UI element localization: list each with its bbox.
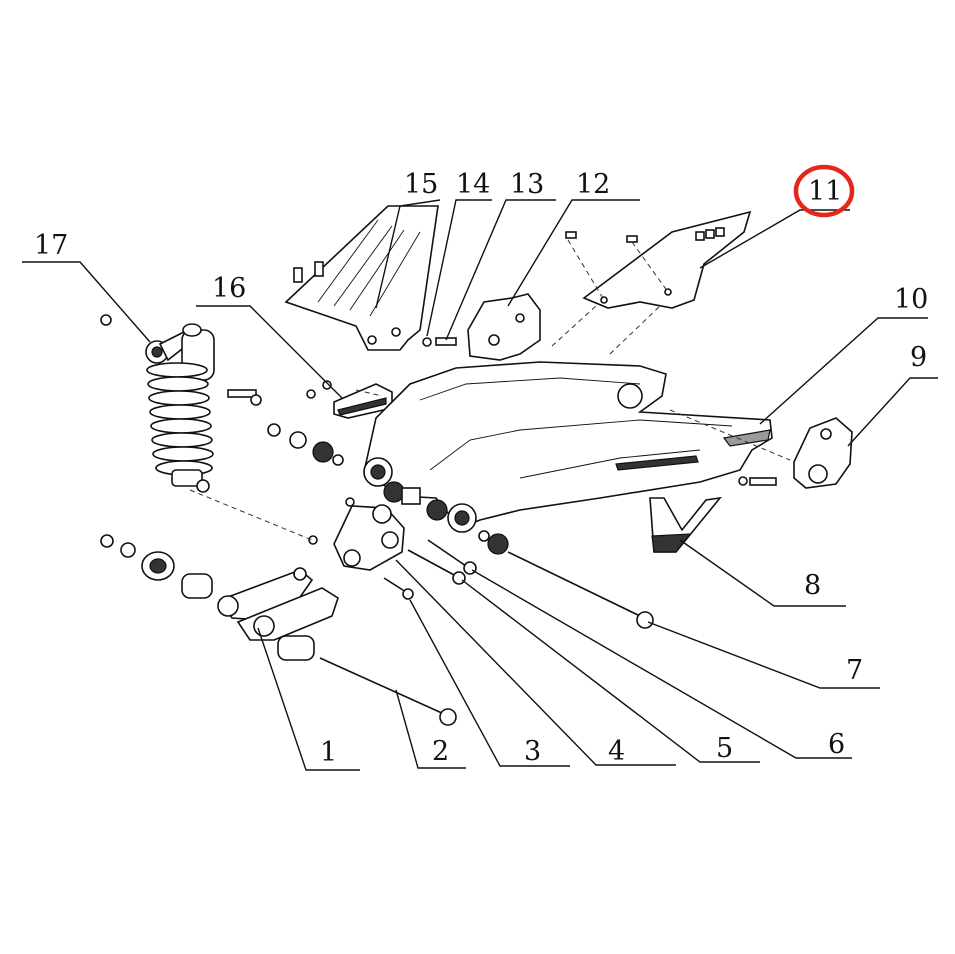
part-12-mount bbox=[467, 293, 541, 361]
bolt-7 bbox=[507, 551, 654, 629]
part-9-axle-plate bbox=[793, 417, 853, 489]
callout-14: 14 bbox=[456, 169, 490, 200]
callout-9: 9 bbox=[910, 342, 927, 373]
shock-bolt bbox=[227, 389, 262, 406]
bolt-5 bbox=[407, 549, 466, 585]
bolt-6 bbox=[427, 539, 477, 575]
part-1-pull-rods bbox=[217, 567, 339, 641]
callout-15: 15 bbox=[404, 169, 438, 200]
callout-8: 8 bbox=[804, 570, 821, 601]
part-8-chain-slider bbox=[649, 496, 722, 553]
assembly-lines bbox=[189, 239, 791, 541]
part-4-rocker bbox=[308, 497, 405, 571]
part-17-rear-shock bbox=[100, 314, 215, 493]
callout-17: 17 bbox=[34, 230, 68, 261]
callout-16: 16 bbox=[212, 273, 246, 304]
part-15-chain-guide bbox=[284, 205, 439, 351]
part-10-swingarm bbox=[363, 361, 773, 533]
callout-labels: 1 2 3 4 5 6 7 8 9 10 11 12 13 14 15 16 1… bbox=[34, 169, 928, 768]
callout-5: 5 bbox=[716, 733, 733, 764]
part-14-bolt bbox=[422, 337, 432, 347]
pivot-bearings bbox=[267, 423, 509, 555]
part-16-bracket bbox=[306, 380, 393, 419]
callout-1: 1 bbox=[320, 737, 337, 768]
part-13-bolt bbox=[435, 337, 457, 346]
linkage-bushings bbox=[100, 534, 315, 661]
callout-2: 2 bbox=[432, 736, 449, 767]
callout-3: 3 bbox=[524, 736, 541, 767]
callout-6: 6 bbox=[828, 729, 845, 760]
callout-7: 7 bbox=[846, 655, 863, 686]
callout-12: 12 bbox=[576, 169, 610, 200]
callout-10: 10 bbox=[894, 284, 928, 315]
part-11-chain-cover bbox=[565, 210, 752, 309]
callout-4: 4 bbox=[608, 736, 625, 767]
bolt-3 bbox=[383, 577, 414, 600]
callout-11: 11 bbox=[808, 176, 842, 207]
callout-11-highlight-ring bbox=[793, 164, 855, 218]
bolt-2 bbox=[319, 657, 457, 726]
leader-lines bbox=[22, 199, 938, 771]
callout-13: 13 bbox=[510, 169, 544, 200]
axle-bolt bbox=[738, 476, 777, 486]
